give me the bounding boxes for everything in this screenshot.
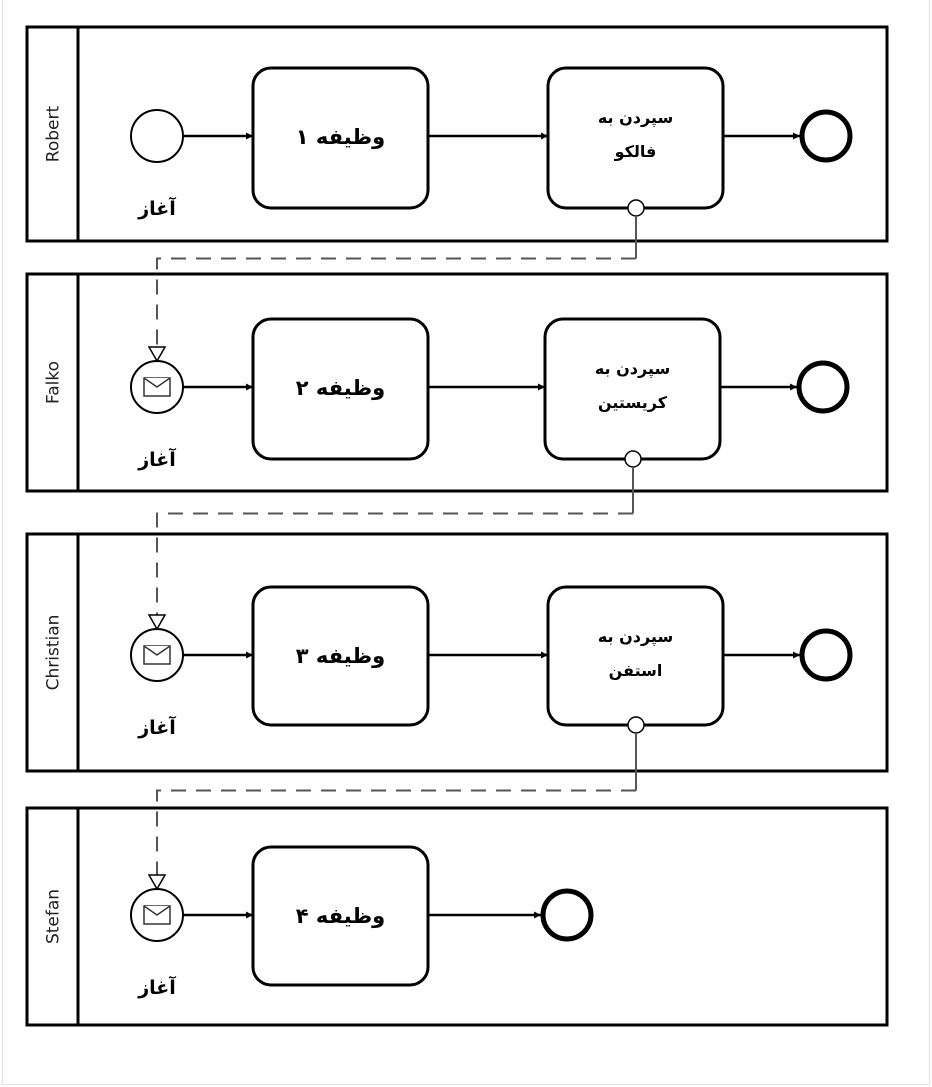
message-flow	[147, 733, 637, 891]
task-label: وظیفه ۱	[296, 125, 385, 149]
lane-name-label: Stefan	[44, 889, 64, 944]
swimlane-falko: Falko آغاز وظیفه ۲ سپردن به کریستین	[25, 272, 889, 493]
task-label-line: فالکو	[614, 142, 657, 161]
start-event[interactable]: آغاز	[130, 109, 184, 220]
message-origin-marker	[627, 716, 645, 734]
message-origin-marker	[627, 199, 645, 217]
swimlane-stefan: Stefan آغاز وظیفه ۴	[25, 806, 889, 1027]
task-1[interactable]: وظیفه ۱	[251, 66, 430, 210]
task-1[interactable]: وظیفه ۲	[251, 317, 430, 461]
task-label: وظیفه ۳	[296, 644, 385, 668]
lane-name-label: Falko	[44, 361, 64, 404]
task-label-line: استفن	[609, 661, 663, 680]
start-event[interactable]: آغاز	[130, 628, 184, 739]
task-2[interactable]: سپردن به فالکو	[546, 66, 725, 217]
task-label-line: کریستین	[598, 393, 668, 412]
start-event-label: آغاز	[137, 447, 176, 471]
task-box[interactable]	[546, 585, 725, 727]
task-1[interactable]: وظیفه ۳	[251, 585, 430, 727]
message-flow	[147, 467, 634, 631]
end-event[interactable]	[799, 109, 853, 163]
message-flow-dashed	[156, 789, 636, 877]
task-box[interactable]	[546, 66, 725, 210]
start-event-circle[interactable]	[130, 109, 184, 163]
start-event[interactable]: آغاز	[130, 888, 184, 999]
task-2[interactable]: سپردن به کریستین	[543, 317, 722, 468]
lane-name-label: Robert	[44, 105, 64, 162]
task-box[interactable]	[251, 66, 430, 210]
message-flow-dashed	[156, 257, 636, 349]
task-2[interactable]: سپردن به استفن	[546, 585, 725, 734]
start-event-label: آغاز	[137, 715, 176, 739]
lane-name-label: Christian	[44, 615, 64, 691]
envelope-flap	[143, 645, 171, 656]
envelope-flap	[143, 377, 171, 388]
message-flow	[147, 216, 637, 363]
message-arrowhead-icon	[147, 614, 167, 631]
message-origin-marker	[624, 450, 642, 468]
message-arrowhead-icon	[147, 346, 167, 363]
swimlane-robert: Robert آغاز وظیفه ۱ سپردن به فالکو	[25, 25, 889, 243]
start-event-label: آغاز	[137, 196, 176, 220]
message-arrowhead-icon	[147, 874, 167, 891]
task-label-line: سپردن به	[598, 627, 673, 647]
end-event[interactable]	[796, 360, 850, 414]
start-event-label: آغاز	[137, 975, 176, 999]
envelope-flap	[143, 905, 171, 916]
task-label: وظیفه ۴	[296, 904, 385, 928]
message-flow-dashed	[156, 512, 633, 617]
task-box[interactable]	[543, 317, 722, 461]
start-event[interactable]: آغاز	[130, 360, 184, 471]
end-event[interactable]	[540, 888, 594, 942]
end-event[interactable]	[799, 628, 853, 682]
task-label: وظیفه ۲	[296, 376, 385, 400]
task-label-line: سپردن به	[595, 359, 670, 379]
task-1[interactable]: وظیفه ۴	[251, 845, 430, 987]
task-label-line: سپردن به	[598, 108, 673, 128]
task-box[interactable]	[251, 317, 430, 461]
swimlane-christian: Christian آغاز وظیفه ۳ سپردن به استفن	[25, 532, 889, 773]
